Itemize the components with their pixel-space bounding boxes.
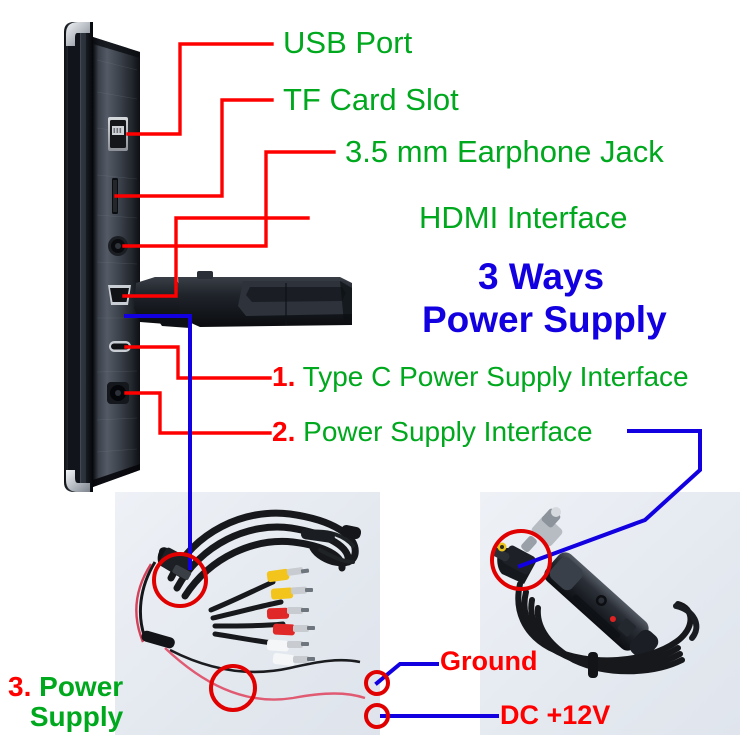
label-usb-port: USB Port xyxy=(283,25,413,60)
circle-micro-usb xyxy=(152,552,208,608)
label-option-3: 3. Power Supply xyxy=(8,672,123,731)
circle-inline-splice xyxy=(209,664,257,712)
label-ground: Ground xyxy=(440,646,538,676)
port-hdmi xyxy=(108,285,131,305)
option-3-text-line1: Power xyxy=(39,671,124,702)
option-1-number: 1. xyxy=(272,361,296,392)
option-3-number: 3. xyxy=(8,671,32,702)
port-dc-in xyxy=(107,382,129,404)
rca-connectors xyxy=(266,567,315,666)
label-dc-12v: DC +12V xyxy=(500,700,611,730)
device-mount-bracket xyxy=(134,271,352,328)
circle-ground-wire xyxy=(364,670,390,696)
device-port-panel xyxy=(93,37,140,487)
label-option-1: 1. Type C Power Supply Interface xyxy=(272,363,689,391)
car-charger-body xyxy=(544,552,659,659)
option-2-text: Power Supply Interface xyxy=(303,416,593,447)
option-1-text: Type C Power Supply Interface xyxy=(302,361,689,392)
port-usb-a xyxy=(108,117,128,151)
option-3-text-line2: Supply xyxy=(29,700,124,732)
device-screen-bezel xyxy=(64,22,93,492)
red-highlight-circles xyxy=(152,529,552,729)
circle-dc-barrel-plug xyxy=(490,529,552,591)
heading-power-supply: Power Supply xyxy=(422,299,667,340)
label-tf-card-slot: TF Card Slot xyxy=(283,82,459,117)
label-hdmi-interface: HDMI Interface xyxy=(419,200,628,235)
label-option-2: 2. Power Supply Interface xyxy=(272,418,593,446)
photo-av-power-cable xyxy=(115,492,380,735)
dc-barrel-output-plug xyxy=(492,542,536,584)
port-earphone-jack xyxy=(108,236,128,256)
red-leader-lines xyxy=(114,42,336,435)
circle-dc12v-wire xyxy=(364,703,390,729)
heading-3-ways: 3 Ways xyxy=(478,256,605,297)
label-earphone-jack: 3.5 mm Earphone Jack xyxy=(345,134,664,169)
micro-usb-connector xyxy=(157,547,192,580)
option-2-number: 2. xyxy=(272,416,296,447)
